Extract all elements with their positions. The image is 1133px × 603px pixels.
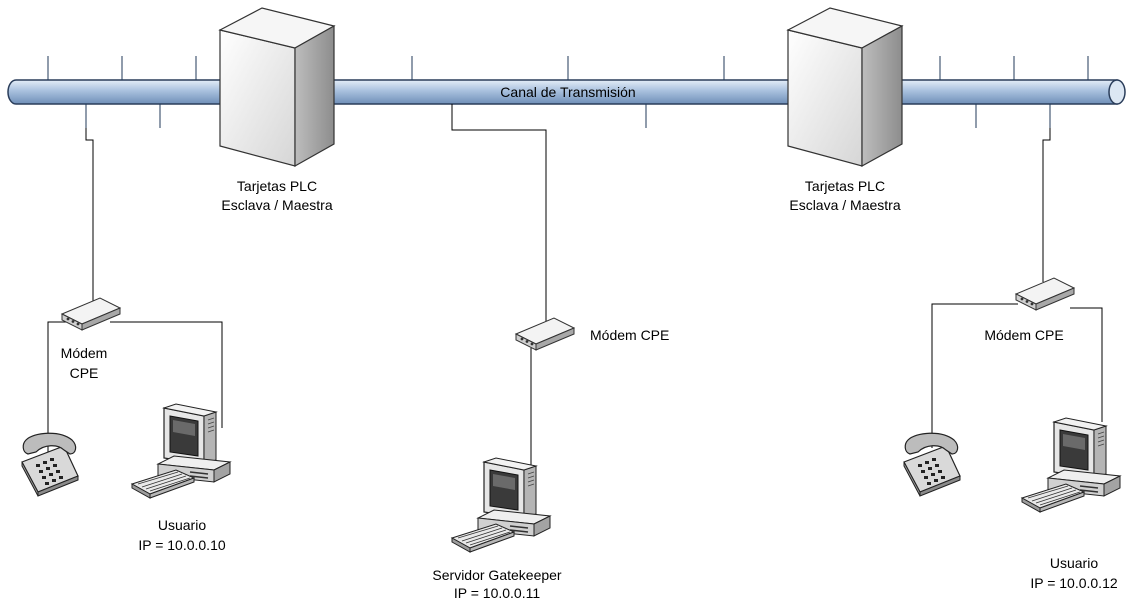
computer-icon [451,457,551,553]
modem-label: CPE [70,365,99,381]
host-ip: IP = 10.0.0.12 [1030,575,1118,591]
host-name: Servidor Gatekeeper [432,567,562,583]
plc-card-label: Esclava / Maestra [221,197,332,213]
channel-taps [47,56,1089,128]
channel-label: Canal de Transmisión [500,84,635,100]
computer-icon [131,403,231,499]
modem-label: Módem [61,345,108,361]
modem-icon [1015,277,1075,311]
telephone-icon [21,432,79,497]
host-ip: IP = 10.0.0.11 [454,585,540,601]
plc-card-label: Esclava / Maestra [789,197,900,213]
telephone-icon [903,432,961,497]
modem-icon [515,317,575,351]
modem-label: Módem CPE [590,327,669,343]
computer-icon [1021,417,1121,513]
host-name: Usuario [1050,555,1098,571]
plc-card-label: Tarjetas PLC [805,178,885,194]
plc-card-label: Tarjetas PLC [237,178,317,194]
plc-card-icon [218,7,336,168]
modem-icon [61,297,121,331]
plc-card-icon [786,7,904,168]
host-ip: IP = 10.0.0.10 [138,537,226,553]
connection-lines [47,104,1103,468]
host-name: Usuario [158,517,206,533]
modem-label: Módem CPE [984,327,1063,343]
